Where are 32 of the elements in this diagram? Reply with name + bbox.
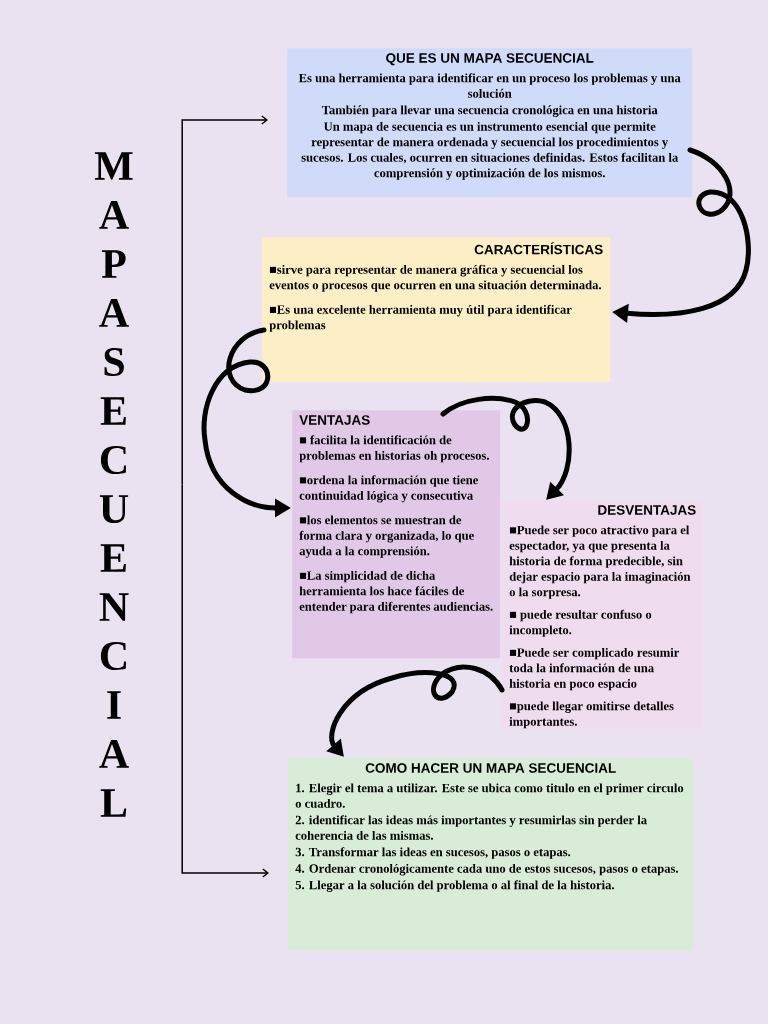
box-text: ■Puede ser complicado resumir toda la información de una historia en poco espacio — [509, 647, 680, 691]
text-box — [288, 758, 694, 951]
box-text: ■ facilita la identificación de problemas en historias oh procesos. — [299, 435, 489, 463]
box-text: Un mapa de secuencia es un instrumento esencial que permite representar de manera ordenada y secuencial los procedimientos y sucesos. Los cuales, ocurren en situaciones definidas. Estos facilitan la comprensión y optimización de los mismos. — [301, 121, 679, 180]
box-text: 5. Llegar a la solución del problema o al final de la historia. — [295, 880, 614, 892]
box-heading: VENTAJAS — [299, 415, 370, 425]
box-text: ■ puede resultar confuso o incompleto. — [509, 609, 652, 637]
box-text: También para llevar una secuencia cronológica en una historia — [321, 105, 658, 117]
box-text: 2. identificar las ideas más importantes y resumirlas sin perder la coherencia de las mismas. — [295, 815, 647, 840]
bracket-arrow — [181, 115, 268, 486]
text-box — [287, 48, 693, 198]
curly-arrow — [440, 395, 572, 500]
box-text: ■Es una excelente herramienta muy útil para identificar problemas — [269, 304, 572, 332]
box-text: ■sirve para representar de manera gráfica y secuencial los eventos o procesos que ocurren en una situación determinada. — [269, 264, 601, 292]
box-heading: DESVENTAJAS — [598, 505, 696, 515]
box-text: ■La simplicidad de dicha herramienta los hace fáciles de entender para diferentes audiencias. — [299, 570, 493, 614]
box-text: 1. Elegir el tema a utilizar. Este se ubica como titulo en el primer circulo o cuadro. — [295, 783, 684, 808]
text-box — [502, 500, 704, 729]
box-text: ■Puede ser poco atractivo para el espectador, ya que presenta la historia de forma predecible, sin dejar espacio para la imaginación o la sorpresa. — [509, 525, 691, 599]
box-text: Es una herramienta para identificar en un proceso los problemas y una solución — [298, 73, 681, 98]
box-text: ■puede llegar omitirse detalles importantes. — [509, 701, 674, 729]
box-heading: CARACTERÍSTICAS — [474, 242, 603, 255]
box-heading: COMO HACER UN MAPA SECUENCIAL — [365, 763, 616, 773]
bracket-arrow — [181, 483, 269, 878]
vertical-title: MAPA SECUENCIAL — [94, 152, 133, 817]
text-box — [292, 410, 501, 659]
box-text: ■los elementos se muestran de forma clara y organizada, lo que ayuda a la comprensión. — [299, 515, 474, 558]
box-text: 3. Transformar las ideas en sucesos, pasos o etapas. — [295, 847, 571, 859]
box-heading: QUE ES UN MAPA SECUENCIAL — [386, 53, 594, 66]
box-text: ■ordena la información que tiene continuidad lógica y consecutiva — [299, 475, 478, 503]
box-text: 4. Ordenar cronológicamente cada uno de estos sucesos, pasos o etapas. — [295, 863, 678, 876]
text-box — [262, 237, 611, 383]
